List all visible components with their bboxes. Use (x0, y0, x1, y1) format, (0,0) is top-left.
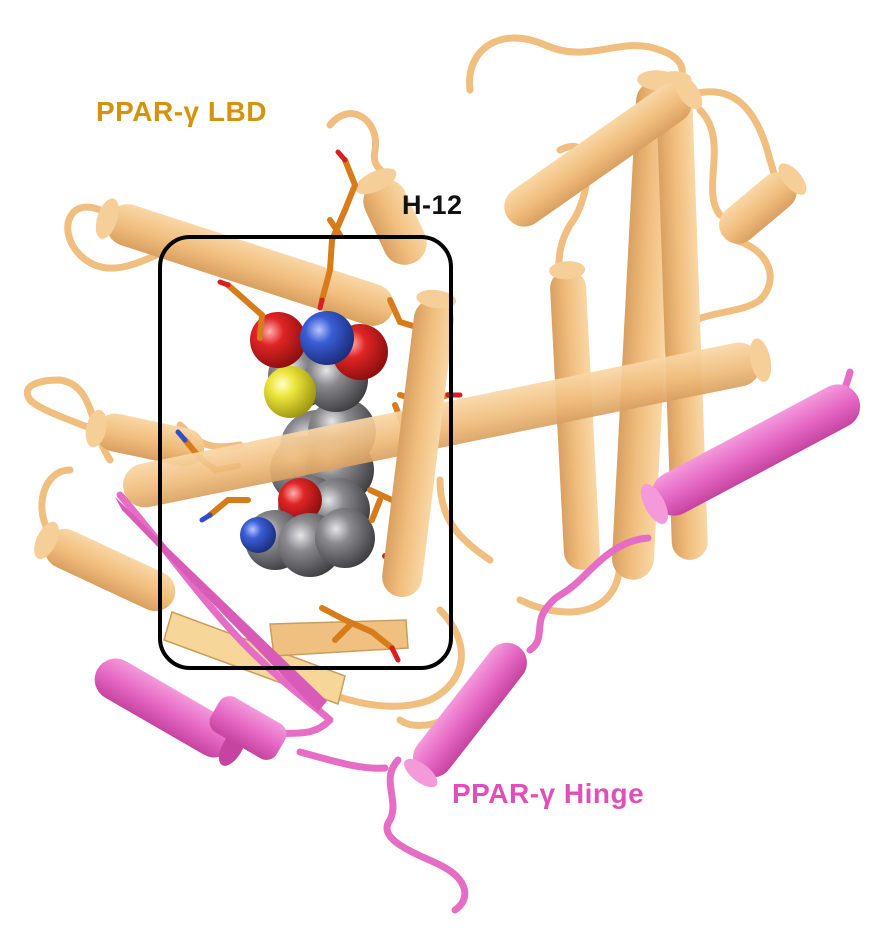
hinge-helix-small (209, 696, 287, 760)
lbd-helix-long-diagonal (123, 338, 772, 508)
binding-pocket-box (158, 235, 453, 670)
helix-12-label: H-12 (402, 190, 463, 220)
hinge-label: PPAR-γ Hinge (452, 778, 645, 809)
lbd-helix-g (34, 521, 176, 612)
hinge-helix-right (640, 384, 861, 524)
hinge-helix-middle (404, 642, 527, 788)
hinge-region (94, 368, 861, 914)
lbd-helix-group-front (123, 289, 772, 598)
lbd-helix-d (504, 74, 703, 227)
lbd-beta-sheet (163, 611, 409, 705)
lbd-helix-vertical-center (382, 289, 457, 598)
lbd-label: PPAR-γ LBD (96, 96, 267, 127)
hinge-strand-ribbon (115, 497, 327, 712)
lbd-helix-e (719, 163, 807, 244)
lbd-helix-h12 (355, 168, 427, 265)
lbd-helix-i (85, 409, 205, 467)
